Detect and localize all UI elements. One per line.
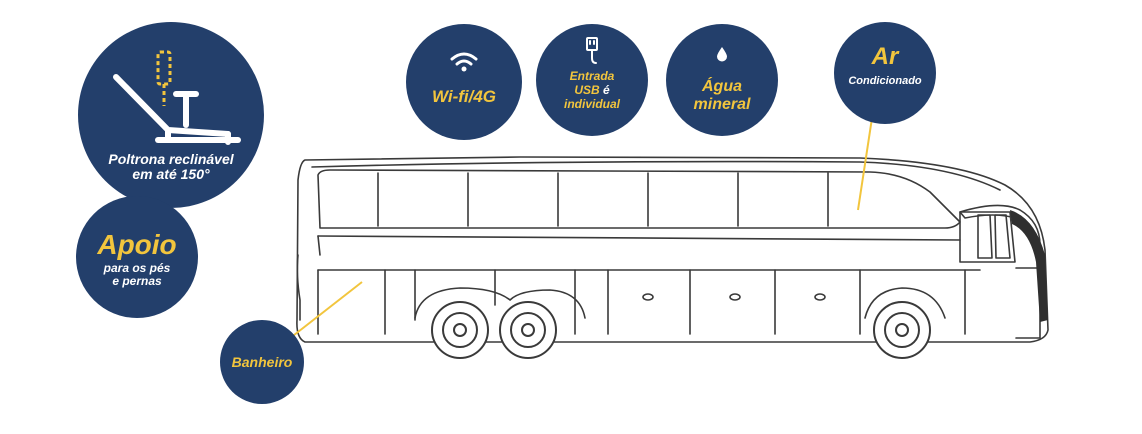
- agua-label: Água mineral: [693, 78, 751, 113]
- wheel-front: [873, 301, 931, 359]
- pointer-line-ar: [857, 117, 873, 211]
- ar-subtitle: Condicionado: [848, 75, 922, 87]
- water-drop-icon: [717, 47, 727, 62]
- feature-banheiro-circle: Banheiro: [220, 320, 304, 404]
- wifi-label: Wi-fi/4G: [431, 87, 497, 106]
- bus-body-outline: [296, 156, 1049, 343]
- ar-title: Ar: [871, 43, 899, 70]
- reclining-seat-icon: [113, 50, 241, 145]
- feature-wifi-circle: Wi-fi/4G: [406, 24, 522, 140]
- bus-front-dark: [1010, 210, 1048, 322]
- bus-roof-line: [311, 160, 1001, 191]
- wifi-icon: [450, 52, 478, 72]
- feature-agua-circle: Água mineral: [666, 24, 778, 136]
- feature-ar-circle: Ar Condicionado: [834, 22, 936, 124]
- banheiro-label: Banheiro: [231, 354, 293, 370]
- wheel-rear-2: [499, 301, 557, 359]
- usb-plug-icon: [586, 37, 598, 64]
- feature-poltrona-circle: Poltrona reclinável em até 150°: [78, 22, 264, 208]
- feature-apoio-circle: Apoio para os pés e pernas: [76, 196, 198, 318]
- bus-window-band: [317, 169, 961, 229]
- bus-wheels: [431, 301, 931, 359]
- feature-usb-circle: Entrada USB é individual: [536, 24, 648, 136]
- wheel-rear-1: [431, 301, 489, 359]
- poltrona-label: Poltrona reclinável em até 150°: [108, 151, 234, 182]
- apoio-subtitle: para os pés e pernas: [103, 261, 171, 288]
- usb-label: Entrada USB é individual: [563, 69, 620, 111]
- apoio-title: Apoio: [97, 229, 177, 260]
